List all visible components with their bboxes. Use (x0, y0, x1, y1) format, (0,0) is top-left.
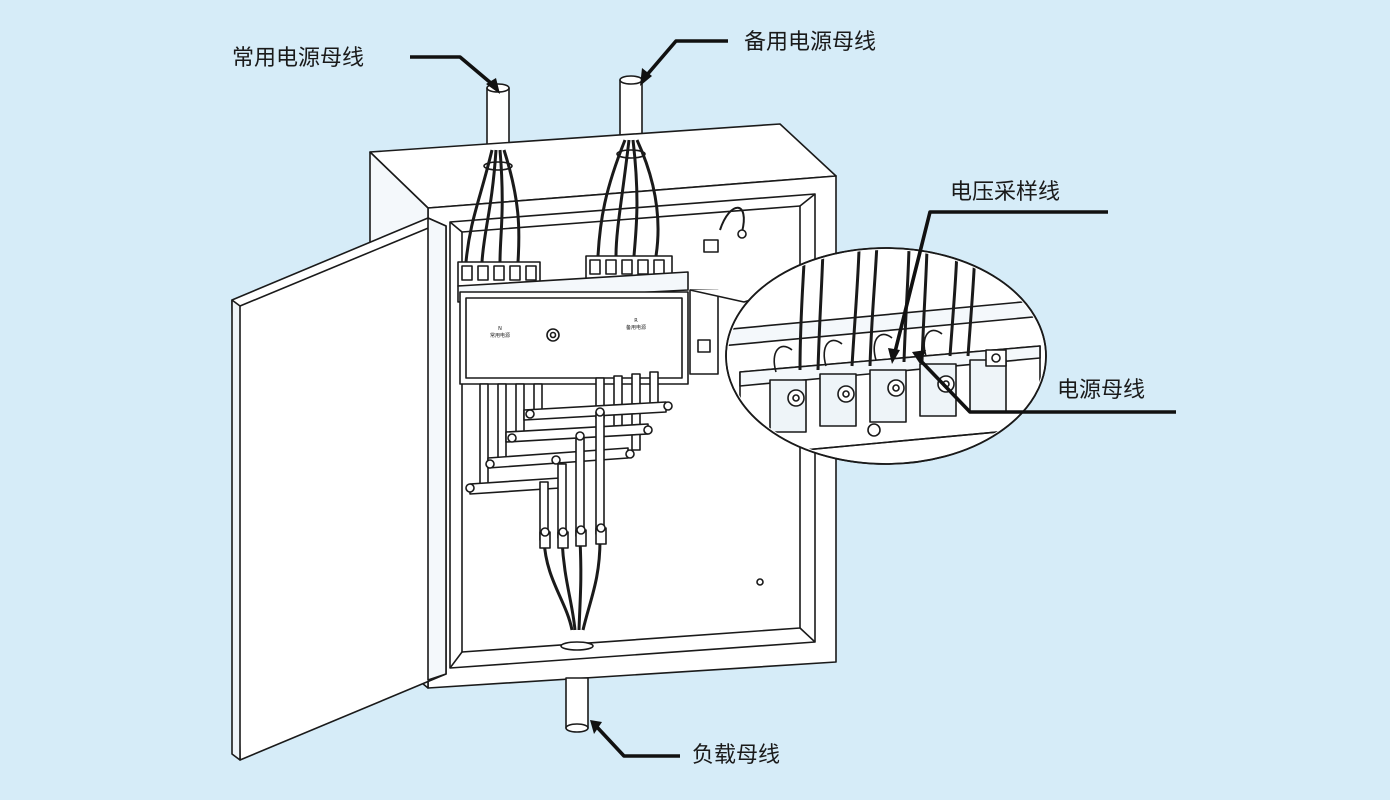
label-normal-busbar: 常用电源母线 (232, 46, 365, 71)
switch-r-letter: R (634, 318, 638, 324)
switch-r-text: 备用电源 (626, 324, 646, 331)
switch-n-letter: N (498, 326, 502, 332)
load-lugs (539, 523, 607, 549)
switch-n-text: 常用电源 (490, 332, 510, 339)
leader-load (594, 724, 680, 758)
label-voltage-sampling: 电压采样线 (950, 180, 1061, 205)
label-load-busbar: 负载母线 (692, 743, 781, 768)
leader-normal (410, 55, 494, 86)
cabinet-door (231, 217, 447, 761)
leader-backup (644, 39, 728, 78)
load-cables (542, 539, 602, 631)
normal-incoming-cables (464, 149, 521, 263)
leader-voltage (892, 210, 1108, 357)
label-backup-busbar: 备用电源母线 (744, 30, 877, 55)
leader-arrowheads (486, 68, 926, 734)
leader-busbar (918, 358, 1176, 414)
label-power-busbar: 电源母线 (1057, 378, 1146, 403)
busbar-bolts (465, 401, 673, 493)
ats-switch (457, 271, 719, 385)
backup-incoming-cables (596, 139, 660, 257)
leader-lines (410, 39, 1176, 758)
load-conduit (565, 677, 589, 733)
